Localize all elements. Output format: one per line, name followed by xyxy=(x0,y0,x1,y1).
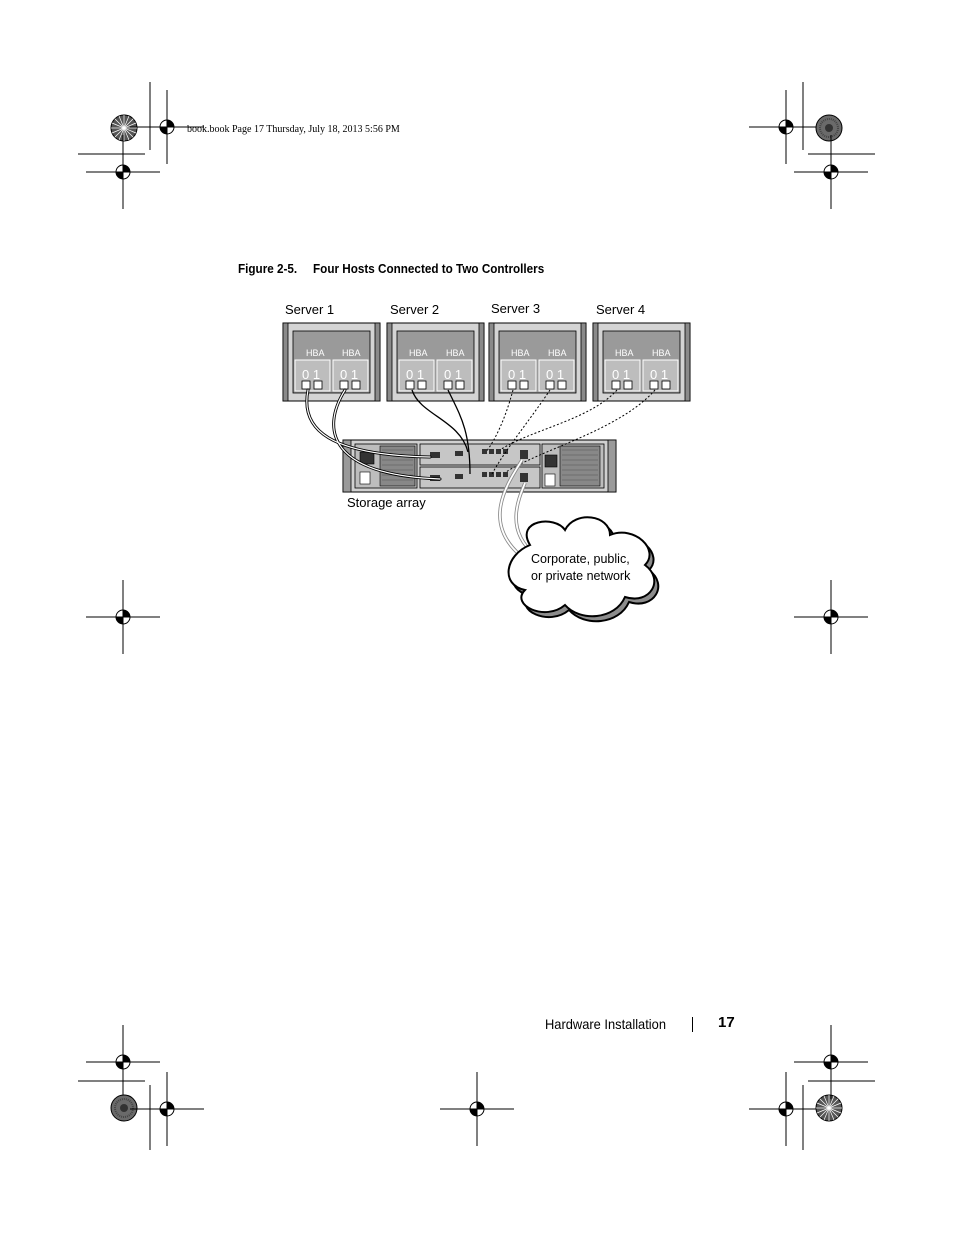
port-numbers: 0 1 xyxy=(508,367,526,382)
server-label: Server 4 xyxy=(596,302,645,317)
hba-label: HBA xyxy=(548,348,567,358)
cable-thin xyxy=(411,389,471,475)
port-numbers: 0 1 xyxy=(612,367,630,382)
hba-label: HBA xyxy=(511,348,530,358)
port-numbers: 0 1 xyxy=(650,367,668,382)
hba-label: HBA xyxy=(446,348,465,358)
server-label: Server 1 xyxy=(285,302,334,317)
port-numbers: 0 1 xyxy=(444,367,462,382)
port-numbers: 0 1 xyxy=(302,367,320,382)
figure-caption: Figure 2-5. Four Hosts Connected to Two … xyxy=(238,261,544,276)
storage-array xyxy=(342,439,617,493)
print-slug: book.book Page 17 Thursday, July 18, 201… xyxy=(187,124,400,135)
hba-label: HBA xyxy=(306,348,325,358)
hba-label: HBA xyxy=(409,348,428,358)
server-4: HBA HBA 0 1 0 1 xyxy=(592,322,691,402)
server-2: HBA HBA 0 1 0 1 xyxy=(386,322,485,402)
hba-label: HBA xyxy=(342,348,361,358)
port-numbers: 0 1 xyxy=(546,367,564,382)
network-label: or private network xyxy=(531,569,631,583)
footer-divider xyxy=(692,1017,693,1032)
figure-number: Figure 2-5. xyxy=(238,261,298,276)
server-1: HBA HBA 0 1 0 1 xyxy=(282,322,381,402)
figure-title: Four Hosts Connected to Two Controllers xyxy=(313,261,545,276)
port-numbers: 0 1 xyxy=(340,367,358,382)
cable-dashed xyxy=(485,389,656,475)
storage-array-label: Storage array xyxy=(347,495,426,510)
server-3: HBA HBA 0 1 0 1 xyxy=(488,322,587,402)
hba-label: HBA xyxy=(652,348,671,358)
server-label: Server 3 xyxy=(491,301,540,316)
server-label: Server 2 xyxy=(390,302,439,317)
footer-section-title: Hardware Installation xyxy=(545,1016,666,1032)
network-label: Corporate, public, xyxy=(531,552,630,566)
hba-label: HBA xyxy=(615,348,634,358)
page-number: 17 xyxy=(718,1014,735,1031)
port-numbers: 0 1 xyxy=(406,367,424,382)
network-cloud xyxy=(507,516,660,623)
